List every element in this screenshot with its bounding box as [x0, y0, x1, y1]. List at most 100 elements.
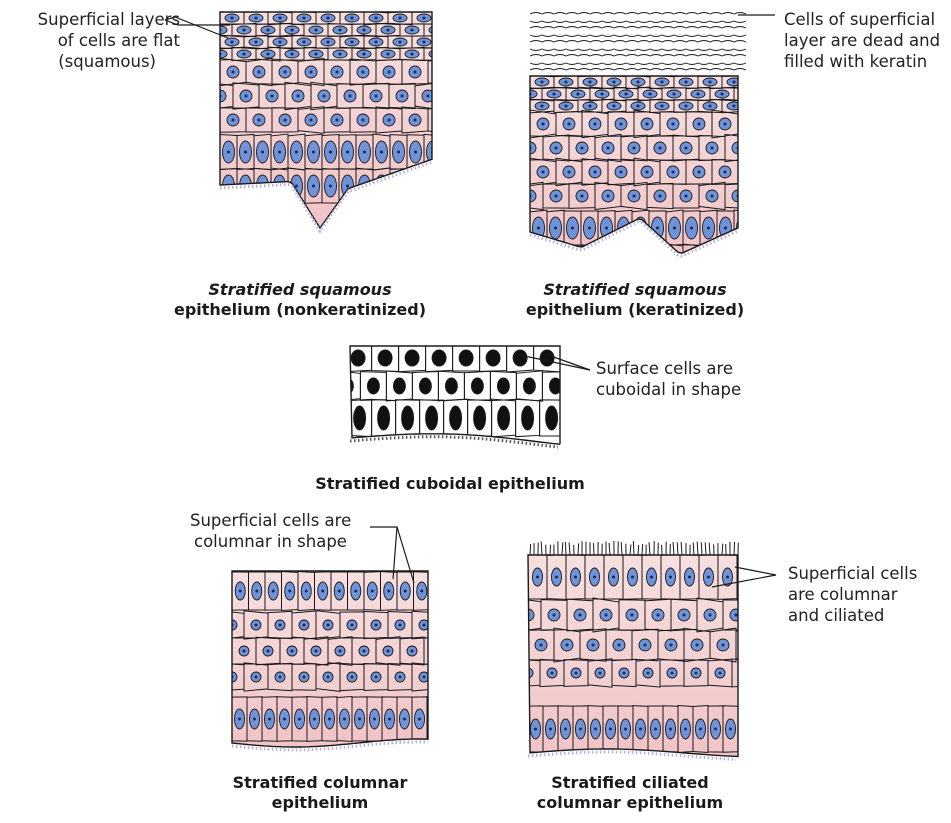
nucleolus: [574, 576, 577, 579]
nucleus: [419, 378, 431, 394]
nucleus: [432, 350, 446, 366]
nucleus: [739, 90, 753, 98]
nucleolus: [564, 728, 567, 731]
nucleus: [402, 406, 414, 430]
nucleolus: [565, 105, 568, 108]
nucleus: [550, 251, 562, 273]
nucleus: [540, 350, 554, 366]
nucleolus: [661, 81, 664, 84]
panel-ciliated-columnar: Superficial cells are columnar and cilia…: [0, 505, 951, 823]
cell: [738, 160, 764, 184]
nucleolus: [637, 81, 640, 84]
nucleolus: [646, 171, 649, 174]
nucleolus: [625, 93, 628, 96]
nucleus: [743, 639, 755, 651]
cell: [738, 111, 764, 137]
cilium: [701, 542, 702, 555]
cilium: [638, 545, 639, 555]
nucleolus: [620, 123, 623, 126]
keratin-layer: [530, 69, 746, 71]
nucleolus: [566, 644, 569, 647]
nucleus: [570, 406, 582, 430]
nucleus: [378, 350, 392, 366]
nucleus: [533, 251, 545, 273]
nucleolus: [672, 123, 675, 126]
nucleolus: [555, 576, 558, 579]
label-superficial-keratin: Cells of superficial layer are dead and …: [784, 9, 951, 72]
caption-ciliated-columnar: Stratified ciliated columnar epithelium: [485, 773, 775, 813]
nucleus: [378, 406, 390, 430]
nucleolus: [750, 123, 753, 126]
nucleus: [523, 378, 535, 394]
nucleus: [459, 350, 473, 366]
nucleus: [742, 568, 752, 586]
nucleolus: [733, 81, 736, 84]
keratin-layer: [530, 55, 746, 57]
nucleolus: [750, 171, 753, 174]
nucleolus: [542, 171, 545, 174]
cilium: [633, 541, 634, 555]
nucleolus: [579, 614, 582, 617]
nucleus: [703, 251, 715, 273]
nucleolus: [673, 261, 676, 264]
nucleolus: [579, 728, 582, 731]
nucleus: [763, 668, 773, 678]
nucleolus: [624, 728, 627, 731]
nucleolus: [757, 81, 760, 84]
nucleolus: [551, 672, 554, 675]
nucleolus: [555, 195, 558, 198]
nucleus: [745, 118, 757, 130]
nucleolus: [568, 171, 571, 174]
nucleus: [351, 350, 365, 366]
nucleolus: [707, 576, 710, 579]
nucleus: [758, 142, 770, 154]
nucleolus: [669, 576, 672, 579]
cilium: [709, 543, 710, 555]
nucleolus: [699, 728, 702, 731]
nucleolus: [745, 576, 748, 579]
nucleolus: [639, 728, 642, 731]
nucleolus: [729, 728, 732, 731]
nucleus: [474, 406, 486, 430]
nucleolus: [695, 672, 698, 675]
cilium: [550, 545, 551, 555]
nucleolus: [758, 227, 761, 230]
nucleolus: [555, 147, 558, 150]
nucleolus: [589, 105, 592, 108]
nucleus: [751, 78, 765, 86]
nucleolus: [537, 227, 540, 230]
nucleolus: [654, 728, 657, 731]
cilium: [593, 543, 594, 555]
nucleus: [758, 190, 770, 202]
nucleus: [754, 217, 766, 239]
nucleolus: [763, 147, 766, 150]
nucleolus: [669, 728, 672, 731]
nucleolus: [575, 672, 578, 675]
nucleolus: [612, 576, 615, 579]
nucleus: [618, 251, 630, 273]
nucleolus: [571, 261, 574, 264]
nucleolus: [649, 93, 652, 96]
nucleolus: [613, 81, 616, 84]
nucleolus: [594, 123, 597, 126]
cilium: [677, 542, 678, 555]
nucleolus: [620, 171, 623, 174]
nucleolus: [568, 123, 571, 126]
keratin-layer: [530, 35, 746, 37]
nucleus: [546, 406, 558, 430]
nucleus: [567, 350, 581, 366]
nucleolus: [605, 227, 608, 230]
nucleolus: [594, 171, 597, 174]
nucleolus: [748, 644, 751, 647]
nucleus: [426, 406, 438, 430]
nucleus: [497, 378, 509, 394]
nucleolus: [726, 576, 729, 579]
nucleolus: [659, 195, 662, 198]
nucleus: [354, 406, 366, 430]
nucleolus: [607, 195, 610, 198]
cell: [751, 210, 768, 246]
keratin-layer: [530, 27, 746, 29]
cilium: [565, 542, 566, 555]
nucleolus: [605, 261, 608, 264]
keratin-layers: [530, 13, 746, 71]
